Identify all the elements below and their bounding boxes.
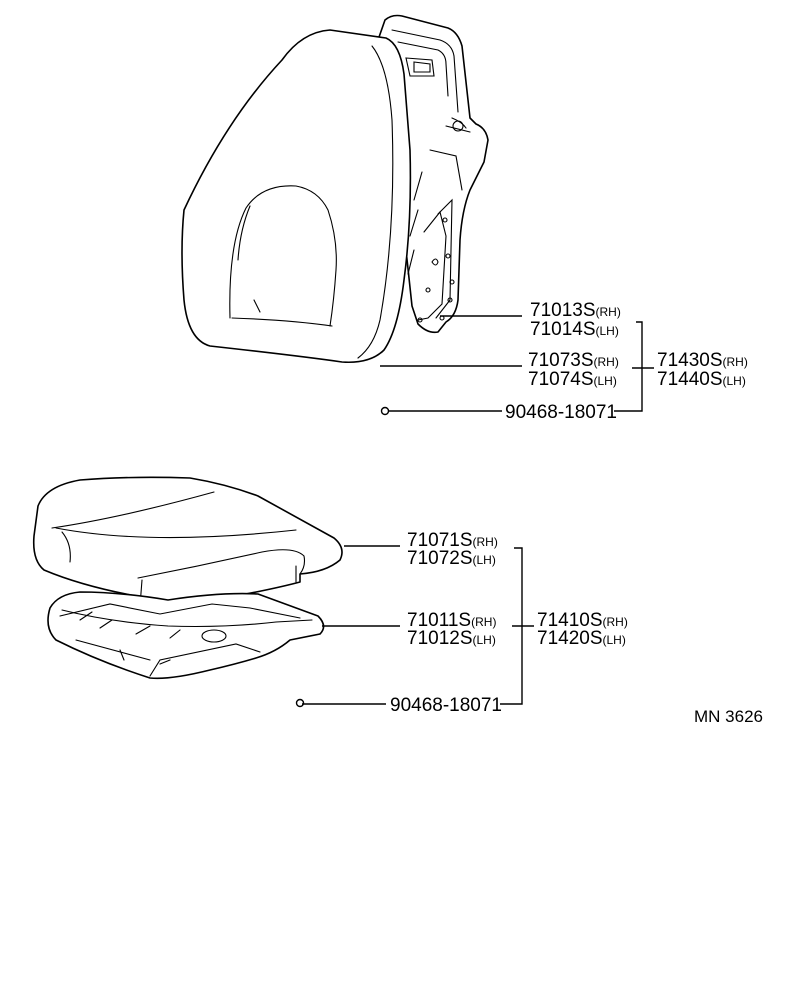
label-71440s-lh: 71440S(LH) [657, 369, 746, 390]
label-71011s-rh: 71011S(RH) [407, 610, 496, 631]
label-71073s-rh: 71073S(RH) [528, 350, 619, 371]
label-71074s-lh: 71074S(LH) [528, 369, 617, 390]
label-71014s-lh: 71014S(LH) [530, 319, 619, 340]
diagram-id: MN 3626 [694, 707, 763, 726]
leader-lines [295, 315, 654, 708]
seat-cushion-cover [32, 476, 343, 611]
label-back-clip: 90468-18071 [505, 402, 617, 423]
label-cushion-clip: 90468-18071 [390, 695, 502, 716]
label-71430s-rh: 71430S(RH) [657, 350, 748, 371]
label-71410s-rh: 71410S(RH) [537, 610, 628, 631]
part-labels: 71013S(RH) 71014S(LH) 71073S(RH) 71074S(… [390, 300, 763, 726]
label-71012s-lh: 71012S(LH) [407, 628, 496, 649]
seatback-cover [181, 29, 412, 364]
label-71072s-lh: 71072S(LH) [407, 548, 496, 569]
label-71071s-rh: 71071S(RH) [407, 530, 498, 551]
label-71420s-lh: 71420S(LH) [537, 628, 626, 649]
seat-cushion-frame [47, 591, 325, 680]
label-71013s-rh: 71013S(RH) [530, 300, 621, 321]
